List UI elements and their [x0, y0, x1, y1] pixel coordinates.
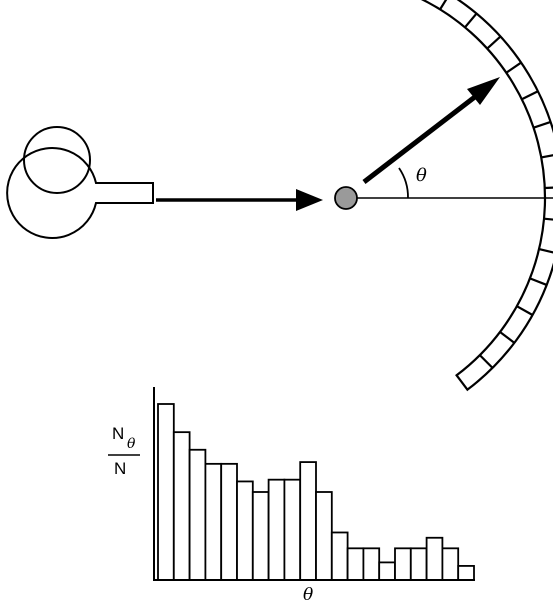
- ylabel-subscript: θ: [127, 436, 136, 452]
- histogram-bar: [188, 448, 207, 581]
- detector-segment: [544, 186, 553, 190]
- histogram-bar: [378, 561, 396, 581]
- detector-segment: [464, 12, 478, 29]
- detector-segment: [533, 120, 551, 129]
- detector-segment: [521, 90, 539, 101]
- detector-segment: [529, 277, 548, 286]
- detector-segment: [516, 305, 534, 316]
- histogram-bar: [172, 431, 191, 581]
- angle-arc: [398, 167, 409, 199]
- histogram-bar: [299, 461, 317, 581]
- ylabel-numerator: N: [112, 424, 124, 443]
- histogram-bar: [346, 547, 365, 581]
- histogram-bar: [330, 531, 349, 581]
- histogram-bar: [315, 491, 333, 581]
- detector-segment: [541, 154, 553, 159]
- curved-detector-array-icon: [420, 0, 553, 392]
- detector-segment: [538, 247, 553, 254]
- scattered-particle-arrow: [362, 77, 500, 184]
- detector-segment: [439, 0, 448, 10]
- histogram-bars: [157, 403, 475, 581]
- detector-segment: [479, 354, 494, 369]
- ylabel-denominator: N: [114, 459, 126, 478]
- angle-label: θ: [416, 165, 427, 186]
- histogram-bar: [220, 462, 238, 581]
- histogram-bar: [267, 478, 286, 581]
- histogram-bar: [425, 536, 444, 581]
- detector-segment: [505, 61, 522, 74]
- xlabel: θ: [303, 585, 313, 605]
- histogram-bar: [251, 491, 270, 581]
- detector-segment: [499, 331, 516, 344]
- histogram-bar: [394, 547, 412, 581]
- scattering-target-icon: [334, 186, 358, 210]
- histogram-bar: [457, 565, 475, 581]
- incident-beam-arrow: [156, 189, 323, 211]
- histogram-bar: [236, 480, 254, 581]
- detector-segment: [543, 217, 553, 221]
- histogram: N θ N θ: [108, 387, 475, 605]
- histogram-bar: [441, 547, 460, 581]
- detector-segment: [486, 35, 502, 50]
- histogram-bar: [283, 478, 302, 581]
- histogram-bar: [204, 462, 223, 581]
- histogram-bar: [362, 547, 381, 581]
- detector-outline: [420, 0, 553, 392]
- histogram-bar: [409, 547, 428, 581]
- histogram-bar: [157, 403, 175, 581]
- coiled-tube-source-icon: [6, 126, 154, 239]
